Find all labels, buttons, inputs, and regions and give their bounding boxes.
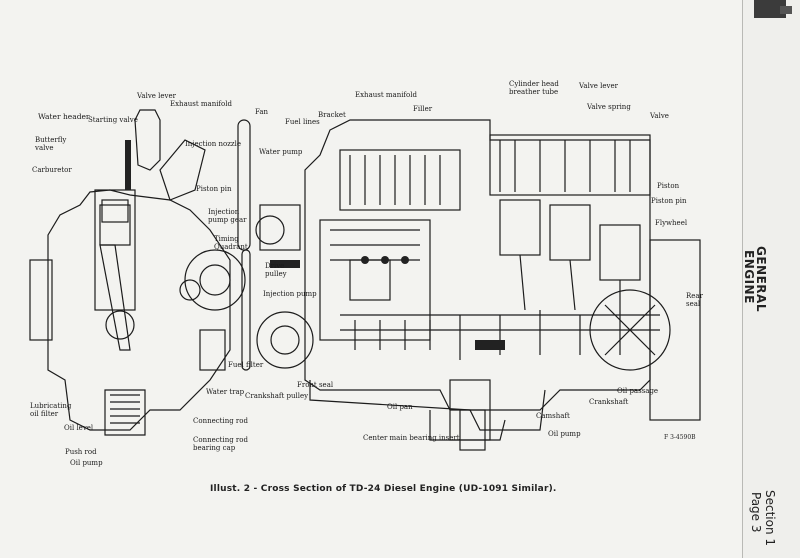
label-fuel-filter: Fuel filter	[228, 361, 264, 369]
label-rear-seal: Rear seal	[686, 292, 703, 308]
label-timing-quadrant: Timing Quadrant	[214, 235, 248, 251]
label-flywheel: Flywheel	[655, 219, 688, 227]
label-water-header: Water header	[38, 112, 90, 121]
label-lubricating-oil-filter: Lubricating oil filter	[30, 402, 72, 418]
label-exhaust-manifold-center: Exhaust manifold	[355, 91, 417, 99]
label-oil-pump-right: Oil pump	[548, 430, 581, 438]
page-edge-strip	[742, 0, 800, 558]
label-valve-lever-left: Valve lever	[137, 92, 176, 100]
label-push-rod: Push rod	[65, 448, 97, 456]
label-oil-passage: Oil passage	[617, 387, 659, 395]
label-piston-pin-left: Piston pin	[196, 185, 232, 193]
engine-cross-section-drawing	[29, 109, 701, 451]
label-valve: Valve	[650, 112, 669, 120]
label-center-main-bearing-insert: Center main bearing insert	[363, 434, 460, 442]
label-front-seal: Front seal	[297, 381, 334, 389]
label-oil-pump-left: Oil pump	[70, 459, 103, 467]
label-fan: Fan	[255, 108, 269, 116]
label-filler: Filler	[413, 105, 433, 113]
section-header-general: GENERAL	[754, 246, 768, 312]
label-bracket: Bracket	[318, 111, 346, 119]
section-number: Section 1	[763, 490, 777, 547]
label-valve-lever-right: Valve lever	[579, 82, 618, 90]
label-injection-pump: Injection pump	[263, 290, 317, 298]
label-connecting-rod-bearing-cap: Connecting rod bearing cap	[193, 436, 248, 452]
label-camshaft: Camshaft	[536, 412, 570, 420]
figure-code: F 3-4590B	[664, 434, 696, 441]
label-drive-pulley: Drive pulley	[265, 262, 287, 278]
label-oil-pan: Oil pan	[387, 403, 413, 411]
label-injection-pump-gear: Injection pump gear	[208, 208, 247, 224]
label-carburetor: Carburetor	[32, 166, 72, 174]
section-header-engine: ENGINE	[742, 250, 756, 304]
figure-caption: Illust. 2 - Cross Section of TD-24 Diese…	[210, 484, 557, 494]
label-fuel-lines: Fuel lines	[285, 118, 320, 126]
label-cylinder-head-breather-tube: Cylinder head breather tube	[509, 80, 559, 96]
label-crankshaft-pulley: Crankshaft pulley	[245, 392, 309, 400]
label-water-trap: Water trap	[206, 388, 245, 396]
label-butterfly-valve: Butterfly valve	[35, 136, 67, 152]
label-piston-pin-right: Piston pin	[651, 197, 687, 205]
binder-tab	[754, 0, 786, 18]
label-injection-nozzle: Injection nozzle	[185, 140, 241, 148]
binder-tab-notch	[780, 6, 792, 14]
page-number: Page 3	[749, 492, 763, 533]
label-starting-valve: Starting valve	[88, 116, 138, 124]
label-oil-level: Oil level	[64, 424, 94, 432]
label-crankshaft: Crankshaft	[589, 398, 629, 406]
label-connecting-rod: Connecting rod	[193, 417, 248, 425]
label-valve-spring: Valve spring	[587, 103, 631, 111]
label-piston-right: Piston	[657, 182, 680, 190]
label-water-pump: Water pump	[259, 148, 303, 156]
label-exhaust-manifold-left: Exhaust manifold	[170, 100, 232, 108]
